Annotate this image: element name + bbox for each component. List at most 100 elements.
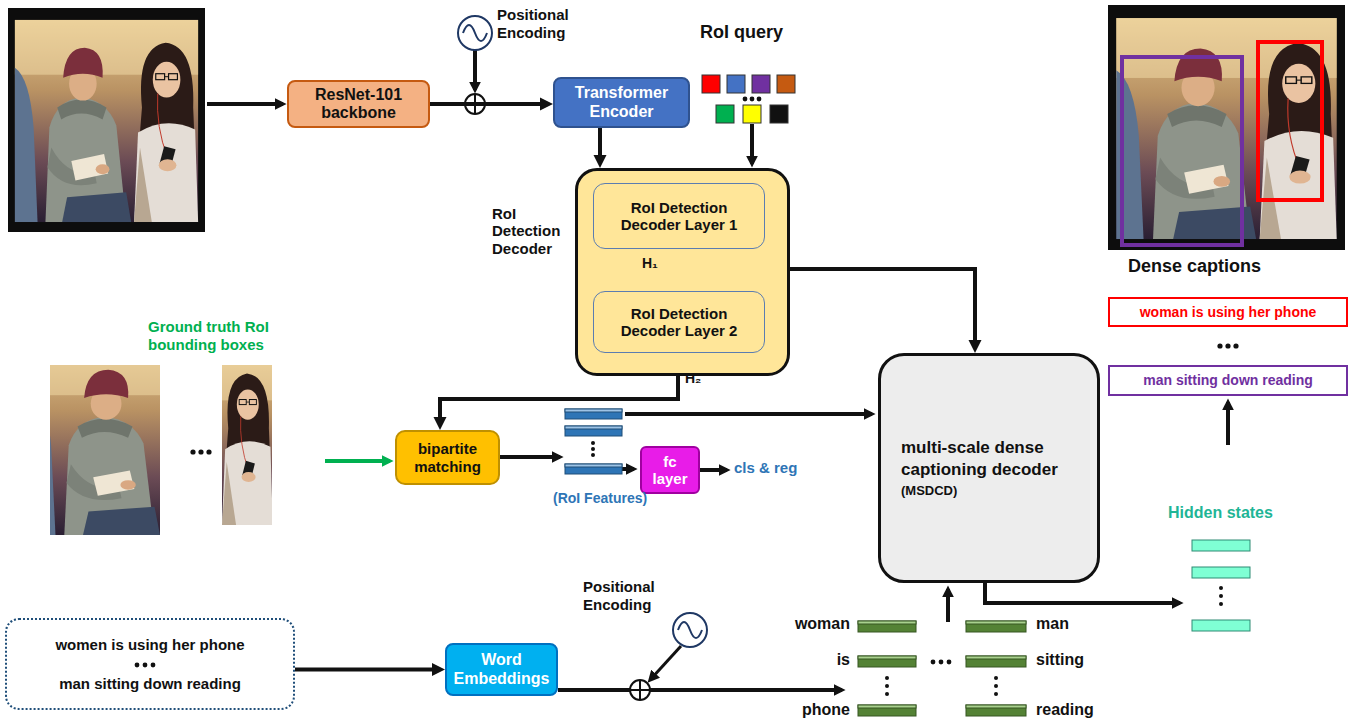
- layout-arrows-part: [622, 467, 634, 471]
- connector-line: [430, 102, 547, 106]
- diagram-label: (RoI Features): [553, 490, 673, 507]
- node-text: ResNet-101 backbone: [295, 86, 422, 123]
- process-box: bipartite matching: [395, 430, 500, 485]
- process-box: Word Embeddings: [445, 643, 558, 696]
- decoder-layer-box: RoI Detection Decoder Layer 1: [593, 183, 765, 249]
- process-box: ResNet-101 backbone: [287, 80, 430, 128]
- diagram-label: cls & reg: [734, 459, 824, 477]
- diagram-label: Ground truth RoI bounding boxes: [148, 318, 328, 354]
- diagram-label: man: [1036, 614, 1126, 633]
- word-token-bars-part: [858, 621, 916, 632]
- node-text: bipartite matching: [403, 440, 492, 475]
- roi-feature-bars-part: [565, 464, 622, 467]
- arrowhead: [432, 663, 445, 676]
- roi-query-squares-part: [752, 75, 770, 93]
- node-text: RoI Detection Decoder: [492, 205, 572, 257]
- hidden-state-bars-part: [1192, 620, 1250, 631]
- caption-box: woman is using her phone: [1108, 297, 1348, 327]
- node-text: man sitting down reading: [59, 675, 241, 692]
- layout-arrows-part: [625, 412, 872, 416]
- word-token-bars-part: [966, 705, 1026, 708]
- arrowhead: [969, 340, 982, 353]
- roi-feature-bars-part: [591, 453, 595, 457]
- ground-truth-crops-part-part: [23, 332, 243, 545]
- roi-query-squares-part: [743, 97, 748, 102]
- roi-query-squares-part: [750, 97, 755, 102]
- diagram-label: H₂: [685, 370, 715, 387]
- input-photo-part: [8, 8, 205, 232]
- input-captions-box: women is using her phone man sitting down…: [5, 618, 295, 710]
- bounding-box: [1122, 57, 1242, 245]
- roi-feature-bars-part: [565, 409, 622, 412]
- decoder-box: multi-scale dense captioning decoder(MSD…: [878, 353, 1100, 583]
- caption-dots: [135, 343, 1239, 667]
- word-token-bars-part: [885, 676, 889, 680]
- roi-feature-bars: [565, 409, 622, 474]
- roi-feature-bars-part: [565, 409, 622, 419]
- ground-truth-crops-part: [122, 344, 278, 533]
- connector: [430, 98, 553, 111]
- roi-query-squares-part: [770, 105, 788, 123]
- layout-arrows-part: [700, 468, 727, 472]
- word-token-bars-part: [885, 692, 889, 696]
- ground-truth-crops-part: [190, 449, 195, 454]
- caption-dots-part: [135, 663, 140, 668]
- output-photo-part: [1108, 5, 1345, 250]
- diagram-label: H₁: [642, 255, 670, 272]
- word-token-bars-part: [858, 656, 916, 667]
- connector: [594, 128, 607, 168]
- word-token-bars: [858, 621, 1026, 716]
- word-token-bars-part: [966, 656, 1026, 667]
- word-token-bars-part: [858, 621, 916, 624]
- input-photo: [8, 8, 205, 232]
- positional-encoding-symbol-part: [678, 622, 702, 638]
- word-token-bars-part: [966, 621, 1026, 632]
- diagram-label: Positional Encoding: [583, 578, 678, 614]
- word-token-bars-part: [994, 676, 998, 680]
- roi-query-squares: [702, 75, 795, 123]
- word-token-bars-part: [966, 705, 1026, 716]
- node-text: Word Embeddings: [453, 651, 550, 688]
- positional-encoding-symbol-part: [630, 680, 650, 700]
- ground-truth-crops: [23, 332, 279, 545]
- positional-encoding-symbol-part: [630, 689, 650, 691]
- roi-query-squares-part: [743, 105, 761, 123]
- ground-truth-crops-part-part: [122, 344, 278, 533]
- layout-arrows-part: [650, 646, 681, 680]
- word-token-bars-part: [858, 705, 916, 716]
- output-photo-part-part: [1108, 5, 1345, 250]
- node-text: fc layer: [650, 453, 690, 488]
- connector-line: [295, 668, 439, 672]
- node-text: (MSDCD): [901, 484, 957, 499]
- roi-feature-bars-part: [565, 426, 622, 429]
- node-text: man sitting down reading: [1143, 372, 1313, 388]
- diagram-label: Hidden states: [1168, 503, 1308, 522]
- diagram-label: sitting: [1036, 650, 1126, 669]
- roi-feature-bars-part: [591, 441, 595, 445]
- roi-query-squares-part: [702, 75, 720, 93]
- hidden-state-bars: [1192, 540, 1250, 631]
- positional-encoding-symbol-part: [463, 25, 487, 41]
- roi-query-squares-part: [727, 75, 745, 93]
- layout-arrows-part: [558, 688, 842, 692]
- word-token-bars-part: [966, 621, 1026, 624]
- caption-dots-part: [143, 663, 148, 668]
- decoder-group: RoI Detection DecoderRoI Detection Decod…: [575, 168, 790, 376]
- roi-query-squares-part: [777, 75, 795, 93]
- diagram-label: RoI query: [700, 22, 810, 44]
- roi-query-squares-part: [757, 97, 762, 102]
- node-text: RoI Detection Decoder Layer 2: [600, 305, 758, 340]
- bounding-box: [1258, 42, 1322, 200]
- node-text: women is using her phone: [55, 636, 244, 653]
- roi-feature-bars-part: [591, 447, 595, 451]
- ground-truth-crops-part: [23, 332, 243, 545]
- connector: [295, 663, 445, 676]
- hidden-state-bars-part: [1219, 586, 1223, 590]
- diagram-label: Dense captions: [1128, 256, 1298, 278]
- layout-arrows-part: [207, 102, 283, 106]
- positional-encoding-symbol-part: [458, 16, 492, 50]
- ground-truth-crops-part: [198, 449, 203, 454]
- word-token-bars-part: [947, 660, 952, 665]
- layout-arrows-part: [750, 124, 754, 164]
